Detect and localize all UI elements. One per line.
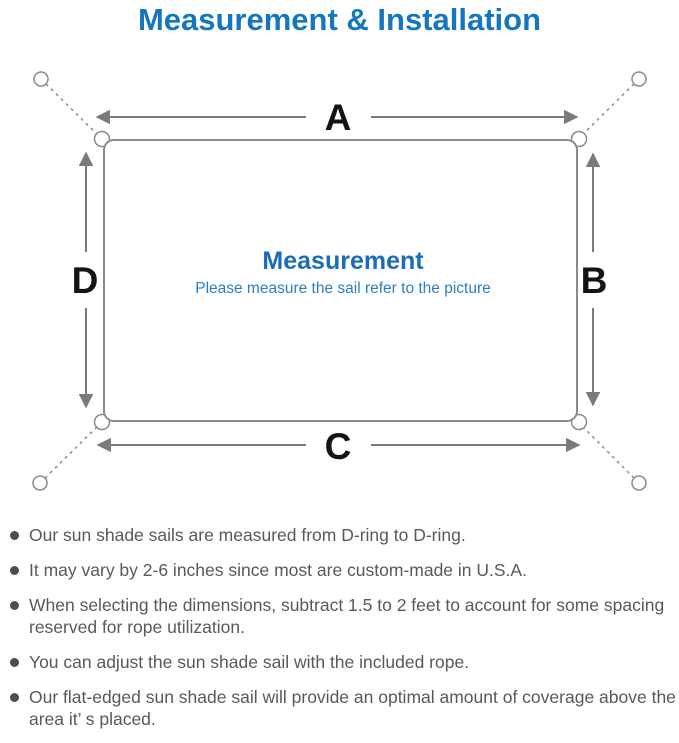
list-item: You can adjust the sun shade sail with t… bbox=[10, 651, 677, 673]
center-heading: Measurement bbox=[262, 247, 424, 275]
dimension-label-b: B bbox=[581, 260, 608, 301]
rope-dashed-line-bottom-right bbox=[576, 420, 640, 484]
anchor-ring-icon-bottom-right bbox=[631, 475, 647, 491]
anchor-ring-icon-top-right bbox=[631, 71, 647, 87]
notes-list: Our sun shade sails are measured from D-… bbox=[10, 524, 677, 743]
rope-dashed-line-top-right bbox=[576, 78, 640, 141]
page-title: Measurement & Installation bbox=[137, 2, 542, 37]
bullet-icon bbox=[10, 693, 19, 702]
bullet-icon bbox=[10, 531, 19, 540]
note-text: Our sun shade sails are measured from D-… bbox=[29, 525, 466, 545]
note-text: You can adjust the sun shade sail with t… bbox=[29, 652, 470, 672]
note-text: Our flat-edged sun shade sail will provi… bbox=[29, 687, 676, 729]
bullet-icon bbox=[10, 601, 19, 610]
anchor-ring-icon-bottom-left bbox=[32, 475, 48, 491]
bullet-icon bbox=[10, 658, 19, 667]
center-subtitle: Please measure the sail refer to the pic… bbox=[195, 280, 491, 297]
list-item: When selecting the dimensions, subtract … bbox=[10, 594, 677, 638]
rope-dashed-line-bottom-left bbox=[39, 420, 104, 484]
measurement-diagram: A B C D Measurement Please measure the s… bbox=[32, 71, 647, 491]
dimension-label-a: A bbox=[325, 97, 352, 138]
anchor-ring-icon-top-left bbox=[33, 71, 49, 87]
bullet-icon bbox=[10, 566, 19, 575]
rope-dashed-line-top-left bbox=[40, 78, 104, 141]
sail-outline bbox=[103, 139, 578, 422]
note-text: When selecting the dimensions, subtract … bbox=[29, 595, 665, 637]
list-item: Our sun shade sails are measured from D-… bbox=[10, 524, 677, 546]
dimension-label-d: D bbox=[72, 260, 99, 301]
list-item: Our flat-edged sun shade sail will provi… bbox=[10, 686, 677, 730]
note-text: It may vary by 2-6 inches since most are… bbox=[29, 560, 527, 580]
list-item: It may vary by 2-6 inches since most are… bbox=[10, 559, 677, 581]
dimension-label-c: C bbox=[325, 426, 352, 467]
